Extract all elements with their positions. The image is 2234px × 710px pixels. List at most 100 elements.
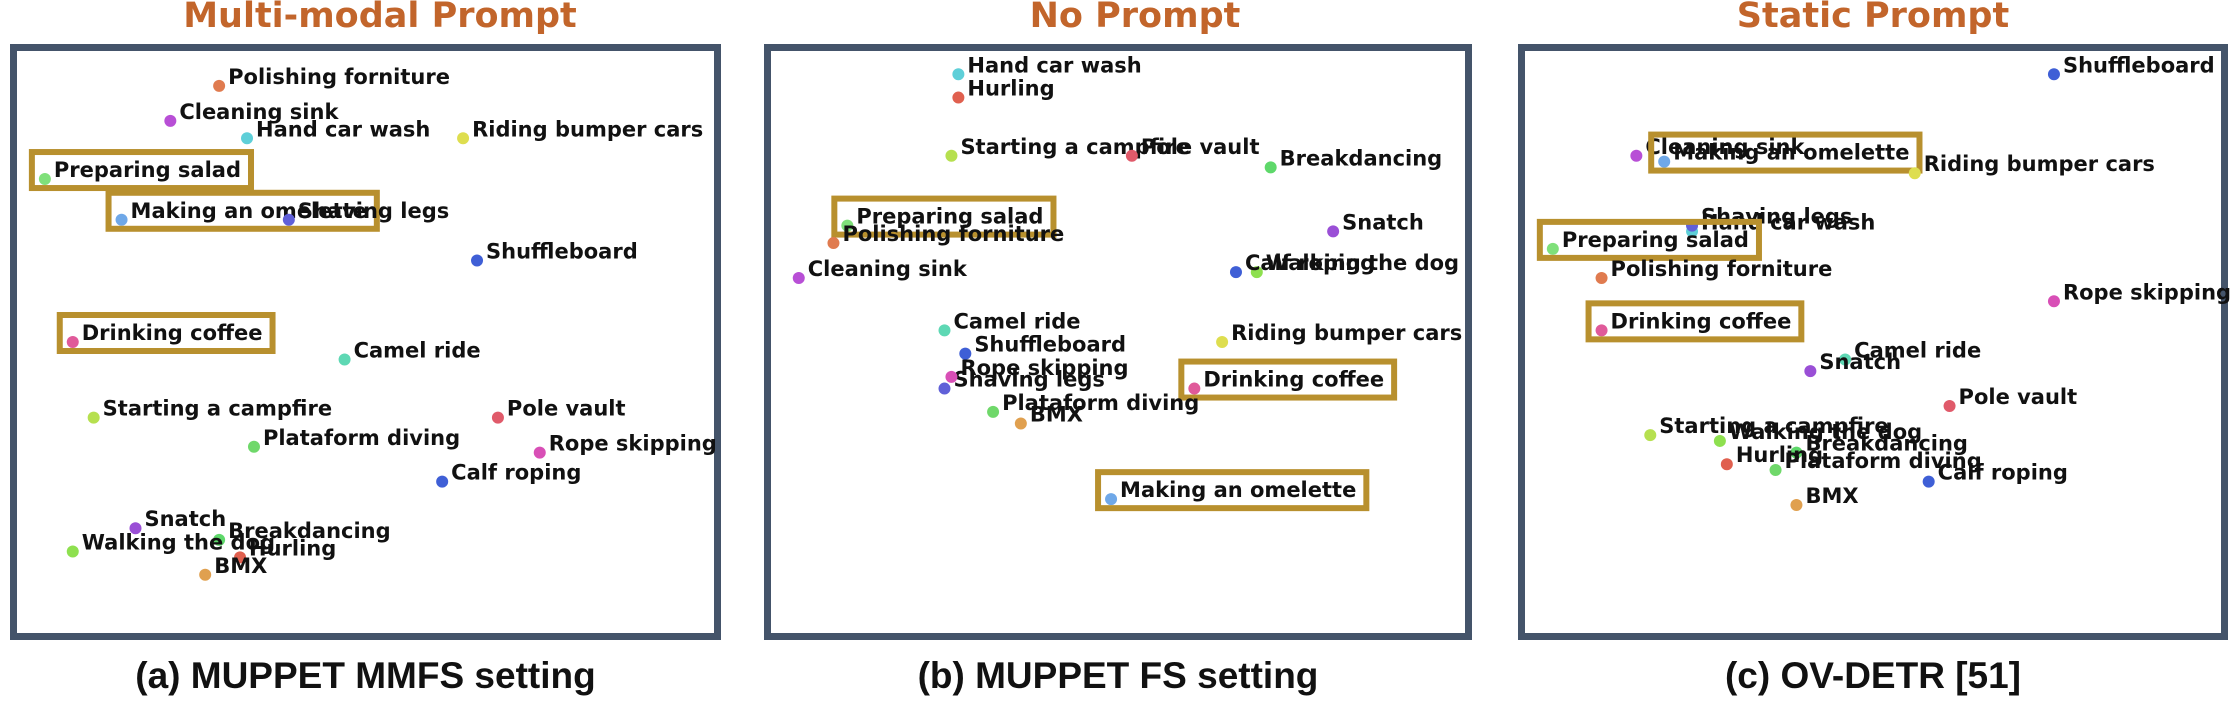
scatter-point: Making an omelette bbox=[1095, 469, 1370, 512]
point-label: Snatch bbox=[144, 507, 226, 531]
point-label: Rope skipping bbox=[2063, 280, 2231, 304]
point-label: Shuffleboard bbox=[2063, 53, 2215, 77]
point-label: Drinking coffee bbox=[82, 321, 263, 345]
scatter-point: Breakdancing bbox=[1790, 432, 1968, 459]
scatter-point: Calf roping bbox=[436, 461, 581, 488]
scatter-point: Drinking coffee bbox=[56, 312, 276, 354]
point-label: Walking the dog bbox=[1266, 251, 1459, 275]
point-marker bbox=[87, 411, 100, 424]
highlight-box bbox=[1095, 469, 1370, 512]
scatter-point: Pole vault bbox=[1943, 385, 2078, 413]
point-marker bbox=[952, 91, 965, 104]
point-marker bbox=[457, 132, 470, 145]
scatter-point: Camel ride bbox=[938, 309, 1081, 337]
point-marker bbox=[199, 568, 212, 581]
point-marker bbox=[115, 213, 128, 226]
point-label: Breakdancing bbox=[1805, 432, 1968, 456]
scatter-point: Walking the dog bbox=[66, 531, 275, 558]
point-marker bbox=[952, 68, 965, 81]
scatter-point: Camel ride bbox=[338, 338, 481, 366]
point-marker bbox=[1713, 434, 1726, 447]
point-label: Pole vault bbox=[1959, 385, 2078, 409]
highlight-box bbox=[1178, 358, 1398, 401]
point-marker bbox=[234, 551, 247, 564]
point-marker bbox=[1769, 464, 1782, 477]
highlight-box bbox=[105, 189, 380, 232]
point-label: Hand car wash bbox=[256, 117, 430, 141]
point-label: Camel ride bbox=[954, 309, 1081, 333]
point-marker bbox=[533, 446, 546, 459]
scatter-point: Hurling bbox=[234, 536, 336, 564]
point-marker bbox=[1595, 271, 1608, 284]
point-label: Rope skipping bbox=[549, 432, 717, 456]
scatter-point: Riding bumper cars bbox=[1908, 152, 2155, 180]
point-label: Camel ride bbox=[354, 338, 481, 362]
scatter-point: Polishing forniture bbox=[213, 65, 450, 92]
scatter-point: Riding bumper cars bbox=[457, 117, 703, 145]
point-label: Shuffleboard bbox=[974, 333, 1126, 357]
point-marker bbox=[66, 336, 79, 348]
point-label: Plataform diving bbox=[263, 426, 460, 450]
point-label: Preparing salad bbox=[54, 158, 241, 182]
caption-static: (c) OV-DETR [51] bbox=[1724, 655, 2022, 696]
point-label: Making an omelette bbox=[131, 199, 367, 223]
scatter-point: Preparing salad bbox=[28, 149, 255, 192]
scatter-point: Preparing salad bbox=[831, 195, 1057, 238]
scatter-point: Snatch bbox=[1804, 350, 1901, 378]
point-label: Polishing forniture bbox=[228, 65, 450, 89]
point-marker bbox=[1790, 446, 1803, 459]
point-marker bbox=[1125, 149, 1138, 162]
point-label: Riding bumper cars bbox=[1231, 321, 1462, 345]
point-marker bbox=[1229, 266, 1242, 279]
point-label: Hand car wash bbox=[967, 53, 1141, 77]
point-marker bbox=[1014, 417, 1027, 430]
point-marker bbox=[1188, 382, 1201, 395]
point-label: Shaving legs bbox=[954, 368, 1105, 392]
scatter-point: Calf roping bbox=[1229, 251, 1375, 279]
point-marker bbox=[2047, 295, 2060, 308]
point-marker bbox=[282, 213, 295, 226]
point-label: Preparing salad bbox=[1562, 228, 1749, 252]
scatter-point: Hurling bbox=[952, 77, 1055, 104]
scatter-point: Calf roping bbox=[1922, 461, 2068, 488]
point-marker bbox=[213, 533, 226, 546]
scatter-point: BMX bbox=[1014, 402, 1083, 430]
panel-title-no-prompt: No Prompt bbox=[1029, 0, 1241, 36]
point-label: Calf roping bbox=[1938, 461, 2068, 485]
point-marker bbox=[841, 219, 854, 232]
scatter-point: Breakdancing bbox=[213, 519, 391, 546]
point-marker bbox=[338, 353, 351, 366]
point-label: BMX bbox=[1030, 402, 1083, 426]
point-marker bbox=[1644, 429, 1657, 442]
scatter-point: Preparing salad bbox=[1536, 218, 1762, 261]
point-marker bbox=[1105, 493, 1118, 506]
scatter-point: Snatch bbox=[1327, 210, 1424, 238]
scatter-point: Hand car wash bbox=[952, 53, 1142, 81]
point-label: Cleaning sink bbox=[179, 100, 339, 124]
point-marker bbox=[1658, 155, 1671, 168]
point-marker bbox=[213, 79, 226, 92]
scatter-point: Walking the dog bbox=[1713, 420, 1922, 447]
scatter-point: Walking the dog bbox=[1250, 251, 1459, 279]
point-marker bbox=[1546, 242, 1559, 255]
point-marker bbox=[1327, 225, 1340, 238]
scatter-point: Drinking coffee bbox=[1585, 300, 1805, 343]
point-label: Starting a campfire bbox=[1659, 414, 1888, 438]
point-marker bbox=[1595, 324, 1608, 337]
point-marker bbox=[38, 173, 51, 186]
point-label: Rope skipping bbox=[960, 356, 1128, 380]
point-marker bbox=[436, 475, 449, 488]
point-label: Shaving legs bbox=[298, 199, 449, 223]
point-marker bbox=[129, 522, 142, 535]
panel-title-static: Static Prompt bbox=[1736, 0, 2010, 36]
point-marker bbox=[164, 114, 177, 127]
point-marker bbox=[1216, 336, 1229, 348]
scatter-point: Plataform diving bbox=[1769, 449, 1982, 477]
scatter-point: Shuffleboard bbox=[959, 333, 1126, 360]
point-marker bbox=[792, 271, 805, 284]
